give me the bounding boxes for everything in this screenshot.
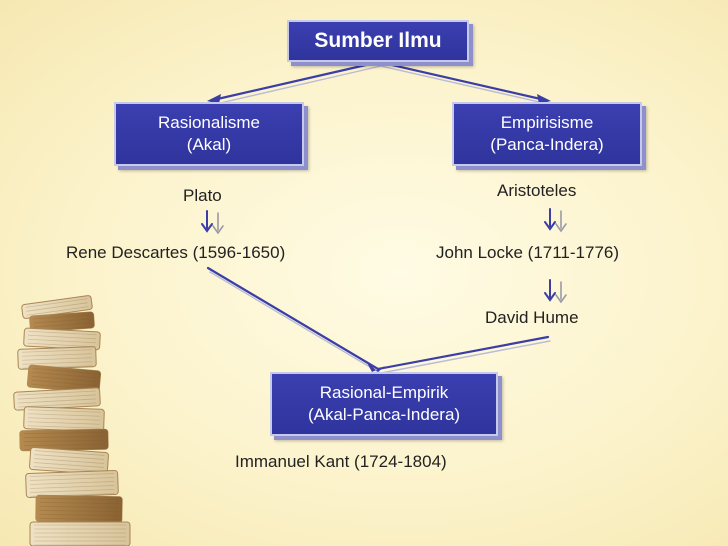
down-arrow-aristoteles	[544, 208, 567, 233]
rasional-empirik-box: Rasional-Empirik (Akal-Panca-Indera)	[270, 372, 498, 436]
books-stack-image	[13, 295, 131, 546]
rasionalisme-label: Rasionalisme	[157, 113, 261, 132]
rasionalisme-box: Rasionalisme (Akal)	[114, 102, 304, 166]
empirisisme-label: Empirisisme	[500, 113, 594, 132]
arrowhead-right-box	[537, 94, 551, 104]
figure-plato: Plato	[183, 186, 222, 205]
empirisisme-box: Empirisisme (Panca-Indera)	[452, 102, 642, 166]
root-title: Sumber Ilmu	[314, 29, 442, 52]
connector-hume-bottom	[376, 335, 550, 371]
rasional-empirik-sublabel: (Akal-Panca-Indera)	[307, 405, 461, 424]
empirisisme-sublabel: (Panca-Indera)	[490, 135, 604, 154]
arrowhead-left-box	[207, 94, 221, 104]
down-arrow-locke	[544, 279, 567, 304]
root-box: Sumber Ilmu	[287, 20, 469, 62]
arrowhead-bottom-box	[366, 361, 385, 372]
figure-aristoteles: Aristoteles	[497, 181, 577, 200]
connector-descartes-bottom	[206, 266, 380, 371]
rasionalisme-sublabel: (Akal)	[186, 135, 232, 154]
figure-hume: David Hume	[485, 308, 579, 327]
rasional-empirik-label: Rasional-Empirik	[319, 383, 449, 402]
figure-descartes: Rene Descartes (1596-1650)	[66, 243, 286, 262]
connector-root-right	[377, 60, 547, 102]
figure-locke: John Locke (1711-1776)	[436, 243, 620, 262]
figure-kant: Immanuel Kant (1724-1804)	[235, 452, 447, 471]
down-arrow-plato	[201, 210, 224, 235]
connector-root-left	[211, 60, 381, 102]
